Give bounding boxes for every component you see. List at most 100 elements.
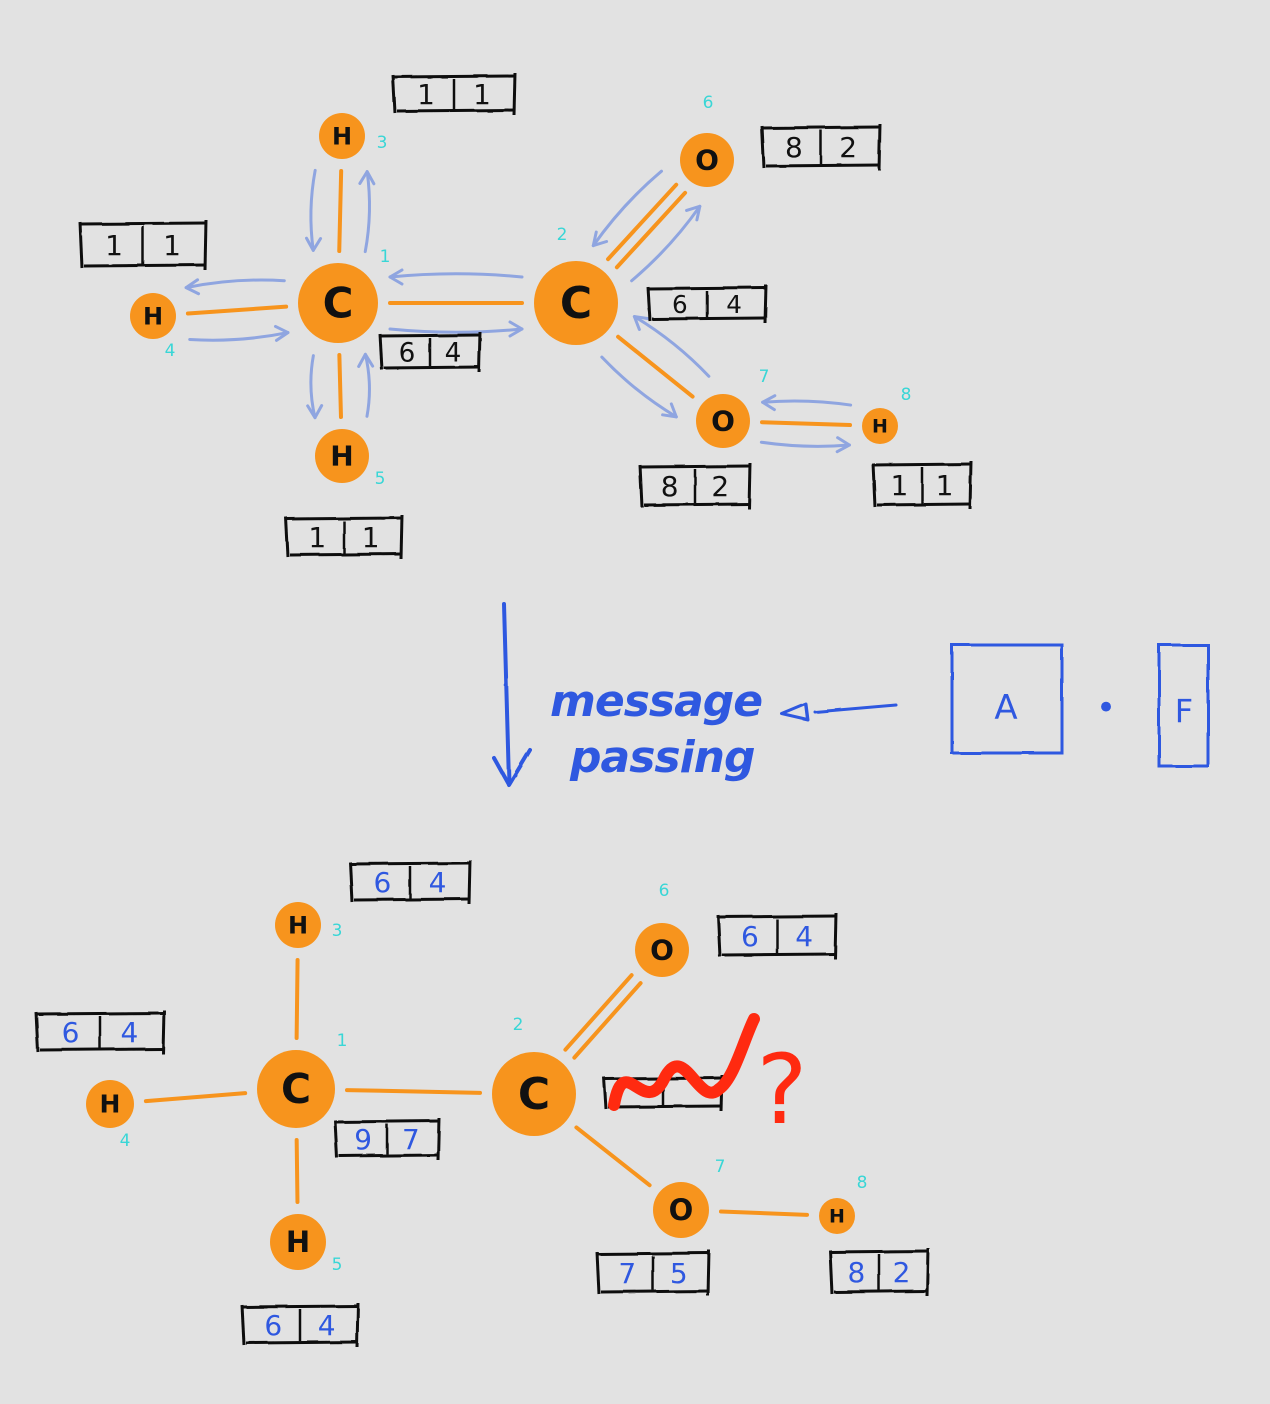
feature-box-left (871, 462, 877, 508)
feature-value: 4 (429, 866, 447, 899)
feature-vector-box (716, 912, 838, 960)
message-arrowhead (357, 352, 375, 368)
feature-value: 7 (402, 1123, 420, 1156)
atom-element-label: C (281, 1065, 311, 1113)
feature-box-right (161, 1009, 166, 1055)
feature-box-left (78, 221, 84, 269)
atom-node (492, 1052, 576, 1136)
atom-element-label: H (100, 1090, 121, 1119)
double-bond (614, 190, 688, 270)
feature-box-bottom (721, 952, 837, 957)
feature-box-bottom (383, 365, 481, 370)
atom-element-label: H (288, 911, 308, 939)
feature-box-bottom (643, 502, 751, 507)
feature-box-top (241, 1304, 359, 1309)
feature-box-left (391, 74, 397, 114)
message-arrow (363, 352, 371, 418)
feature-box-right (706, 1249, 711, 1297)
feature-box-bottom (600, 1289, 710, 1294)
question-mark: ? (757, 1034, 808, 1146)
atom-element-label: O (695, 144, 719, 177)
feature-value: 4 (726, 290, 742, 319)
feature-vector-box (391, 72, 517, 116)
atom-index-label: 5 (375, 469, 386, 489)
message-arrowhead (685, 204, 702, 222)
feature-value: 6 (62, 1016, 80, 1049)
atom-index-label: 2 (513, 1015, 524, 1035)
feature-value: 1 (473, 78, 491, 111)
feature-box-bottom (289, 552, 403, 557)
feature-value: 5 (670, 1257, 688, 1290)
atom-element-label: H (286, 1225, 310, 1259)
feature-box-bottom (83, 263, 207, 268)
atom-index-label: 7 (715, 1157, 726, 1177)
feature-box-top (639, 464, 751, 469)
message-arrow (630, 204, 702, 283)
message-arrow (759, 440, 851, 448)
feature-value: 6 (672, 290, 688, 319)
matrix-a-label: A (994, 688, 1017, 728)
message-arrow (761, 399, 853, 407)
feature-vector-box (638, 462, 752, 510)
atom-element-label: H (332, 122, 352, 150)
caption-message: message (550, 676, 762, 727)
feature-vector-box (646, 284, 768, 324)
feature-value: 7 (618, 1257, 636, 1290)
feature-box-left (34, 1011, 40, 1053)
feature-value: 6 (373, 866, 391, 899)
feature-value: 1 (891, 469, 909, 502)
feature-vector-box (871, 460, 973, 510)
atom-element-label: H (143, 302, 163, 330)
feature-box-top (79, 221, 207, 226)
feature-value: 4 (445, 338, 462, 368)
feature-box-left (595, 1251, 601, 1295)
feature-box-top (647, 286, 767, 291)
atom-index-label: 6 (703, 93, 714, 113)
bond (759, 420, 853, 428)
feature-vector-box (378, 331, 482, 373)
feature-value: 4 (318, 1309, 336, 1342)
operator-group (780, 643, 1210, 768)
vector-f-box (1157, 643, 1210, 768)
feature-value: 9 (354, 1123, 372, 1156)
feature-box-right (436, 1117, 441, 1161)
atom-node (298, 263, 378, 343)
feature-box-top (761, 125, 881, 130)
message-arrow (309, 168, 317, 252)
feature-box-top (829, 1249, 929, 1254)
atom-element-label: H (330, 440, 353, 473)
feature-value: 2 (893, 1256, 911, 1289)
message-arrowhead (835, 436, 851, 454)
feature-vector-box (828, 1247, 930, 1297)
strike-out-scribble (608, 1013, 760, 1111)
feature-value: 6 (741, 920, 759, 953)
bond (616, 334, 695, 399)
bond (185, 304, 289, 316)
atom-node (653, 1182, 709, 1238)
atom-index-label: 1 (337, 1031, 348, 1051)
message-arrowhead (632, 315, 650, 331)
message-arrowhead (358, 170, 376, 186)
feature-box-right (203, 219, 208, 271)
atom-node (275, 902, 321, 948)
feature-value: 8 (661, 470, 679, 503)
feature-box-left (646, 286, 652, 322)
feature-vector-box (348, 859, 472, 905)
feature-box-right (467, 859, 472, 905)
message-arrowhead (305, 236, 323, 252)
atom-node (319, 113, 365, 159)
atom-element-label: H (829, 1205, 845, 1227)
message-passing-arrow (492, 602, 532, 787)
atom-node (680, 133, 734, 187)
bond (294, 957, 300, 1041)
bond (143, 1091, 248, 1104)
double-bond (572, 981, 643, 1060)
feature-box-top (285, 516, 403, 521)
feature-box-left (828, 1249, 834, 1295)
